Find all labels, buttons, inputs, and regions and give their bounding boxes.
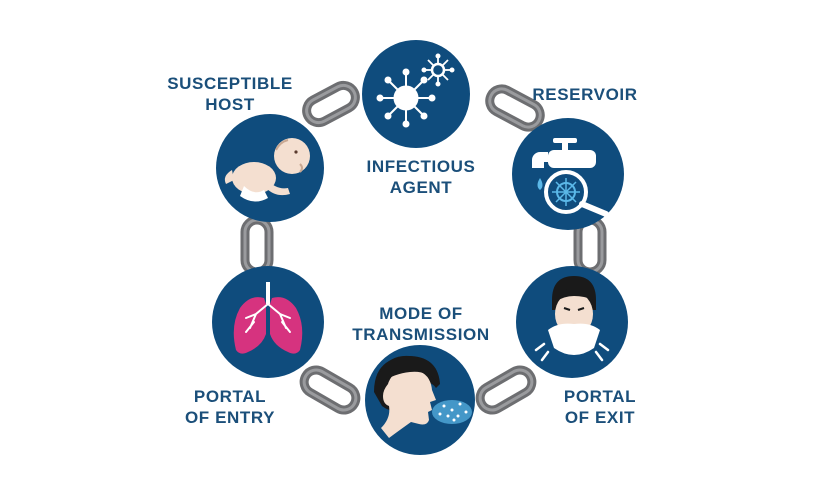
portal-of-entry-label-line-1: PORTAL	[193, 387, 267, 406]
faucet-magnifier-icon	[532, 138, 609, 217]
susceptible-host-label-line-2: HOST	[205, 95, 255, 114]
reservoir-label-line-1: RESERVOIR	[532, 85, 638, 104]
susceptible-host-label-line-1: SUSCEPTIBLE	[167, 74, 293, 93]
person-breathing-droplets-icon	[374, 355, 472, 438]
mode-of-transmission-label-line-1: MODE OF	[379, 304, 463, 323]
infectious-agent-label: INFECTIOUS AGENT	[346, 156, 496, 198]
susceptible-host-label: SUSCEPTIBLE HOST	[150, 73, 310, 115]
lungs-icon	[233, 282, 303, 354]
infectious-agent-label-line-2: AGENT	[389, 178, 453, 197]
mode-of-transmission-label: MODE OF TRANSMISSION	[336, 303, 506, 345]
infectious-agent-label-line-1: INFECTIOUS	[366, 157, 476, 176]
portal-of-entry-label: PORTAL OF ENTRY	[165, 386, 295, 428]
portal-of-exit-label: PORTAL OF EXIT	[535, 386, 665, 428]
portal-of-exit-label-line-1: PORTAL	[563, 387, 637, 406]
chain-links	[240, 80, 607, 415]
mode-of-transmission-label-line-2: TRANSMISSION	[352, 325, 490, 344]
chain-link-exit-transmission	[475, 365, 537, 415]
portal-of-exit-label-line-2: OF EXIT	[564, 408, 636, 427]
chain-link-entry-host	[240, 215, 274, 277]
sneezing-person-icon	[534, 276, 610, 362]
reservoir-label: RESERVOIR	[520, 84, 650, 105]
chain-link-transmission-entry	[299, 365, 361, 415]
chain-link-host-agent	[302, 80, 360, 128]
baby-icon	[224, 138, 310, 202]
virus-icon	[376, 53, 455, 128]
chain-link-agent-reservoir	[485, 84, 545, 132]
portal-of-entry-label-line-2: OF ENTRY	[184, 408, 276, 427]
